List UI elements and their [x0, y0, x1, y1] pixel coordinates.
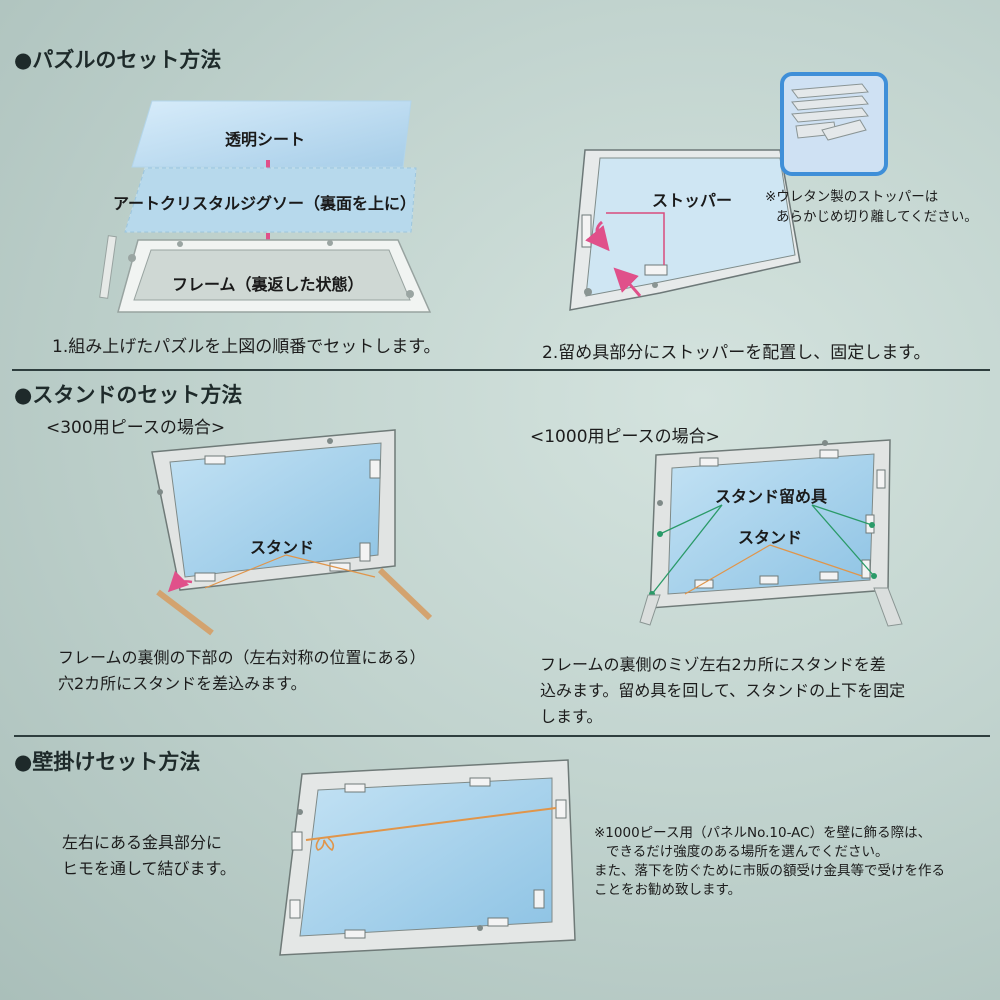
frame-wall-hang: [279, 759, 576, 956]
frame-1000-stand: [639, 439, 903, 627]
wall-hang-note-line4: ことをお勧め致します。: [594, 882, 742, 898]
stopper-note-line1: ※ウレタン製のストッパーは: [765, 189, 939, 205]
wall-hang-note-line2: できるだけ強度のある場所を選んでください。: [606, 844, 889, 860]
divider: [12, 369, 990, 371]
label-stand-1000: スタンド: [738, 528, 803, 547]
label-stopper: ストッパー: [652, 191, 733, 210]
section-title-wall-hang-setup: ●壁掛けセット方法: [14, 750, 201, 774]
section-title-stand-setup: ●スタンドのセット方法: [14, 383, 243, 407]
stopper-inset-box: [780, 72, 888, 176]
stand-300-text-line1: フレームの裏側の下部の（左右対称の位置にある）: [58, 648, 426, 667]
label-stand-300: スタンド: [250, 538, 315, 557]
step-2-text: 2.留め具部分にストッパーを配置し、固定します。: [542, 343, 931, 363]
layer-frame-shape: [99, 235, 432, 313]
stand-1000-text-line3: します。: [540, 707, 603, 726]
frame-corner-stopper: [569, 149, 801, 311]
wall-hang-text-line1: 左右にある金具部分に: [62, 833, 223, 852]
label-transparent-sheet: 透明シート: [224, 130, 305, 149]
layer-sheet-shape: [131, 100, 412, 168]
label-stand-clip: スタンド留め具: [715, 487, 828, 506]
wall-hang-text-line2: ヒモを通して結びます。: [62, 859, 236, 878]
stand-1000-text-line1: フレームの裏側のミゾ左右2カ所にスタンドを差: [540, 655, 886, 674]
stopper-note-line2: あらかじめ切り離してください。: [776, 209, 978, 225]
wall-hang-note-line3: また、落下を防ぐために市販の額受け金具等で受けを作る: [594, 863, 945, 879]
stand-1000-text-line2: 込みます。留め具を回して、スタンドの上下を固定: [540, 681, 906, 700]
case-300-heading: <300用ピースの場合>: [46, 418, 226, 438]
label-art-crystal-jigsaw: アートクリスタルジグソー（裏面を上に）: [113, 194, 417, 213]
label-frame-reversed: フレーム（裏返した状態）: [172, 275, 364, 294]
frame-300-stand: [151, 429, 433, 636]
case-1000-heading: <1000用ピースの場合>: [530, 427, 720, 447]
step-1-text: 1.組み上げたパズルを上図の順番でセットします。: [52, 337, 441, 357]
divider: [14, 735, 990, 737]
section-title-puzzle-setup: ●パズルのセット方法: [14, 48, 222, 72]
layer-puzzle-shape: [124, 167, 417, 233]
wall-hang-note-line1: ※1000ピース用（パネルNo.10-AC）を壁に飾る際は、: [594, 825, 932, 841]
stand-300-text-line2: 穴2カ所にスタンドを差込みます。: [58, 674, 307, 693]
